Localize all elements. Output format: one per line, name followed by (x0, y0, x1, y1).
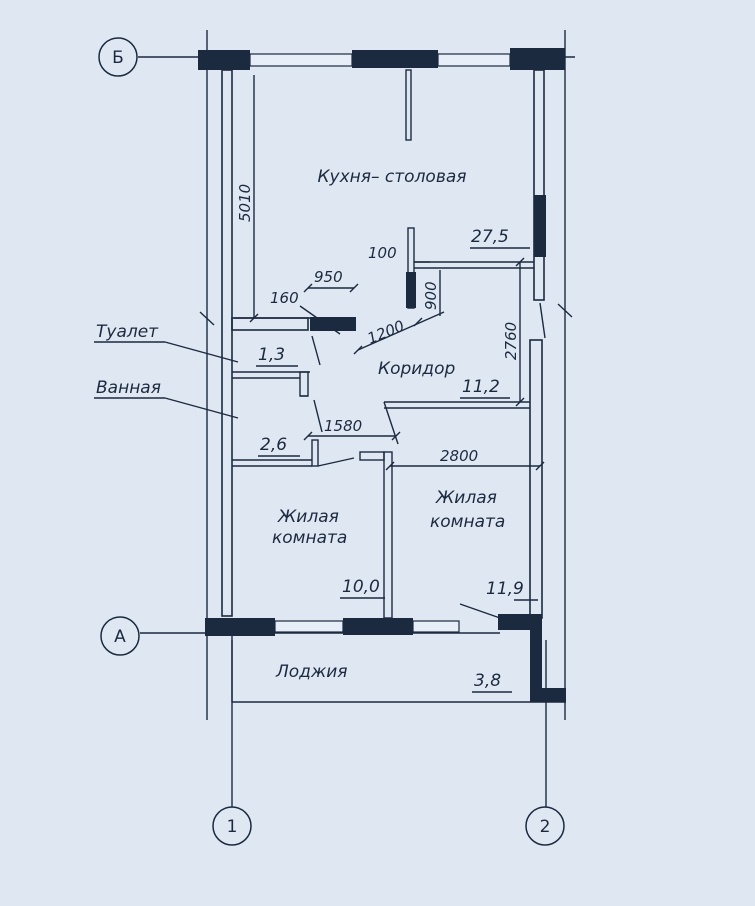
axis-label-a: А (114, 627, 126, 647)
axis-label-b: Б (112, 48, 124, 68)
room-name-living-left-2: комната (272, 528, 347, 548)
room-area-bath: 2,6 (260, 435, 287, 455)
room-area-loggia: 3,8 (474, 671, 501, 691)
axis-label-1: 1 (227, 817, 238, 837)
dim-900: 900 (422, 281, 440, 310)
room-name-living-right-1: Жилая (435, 488, 497, 508)
dim-1200: 1200 (365, 317, 407, 348)
label-underlines (94, 247, 530, 693)
axis-marker-1: 1 (212, 806, 252, 846)
dim-kitchen-depth: 5010 (236, 184, 254, 222)
room-area-toilet: 1,3 (258, 345, 285, 365)
room-area-corridor: 11,2 (462, 377, 500, 397)
dimension-lines (234, 75, 545, 601)
room-name-living-left-1: Жилая (277, 507, 339, 527)
axis-marker-b: Б (98, 37, 138, 77)
room-name-toilet: Туалет (96, 322, 159, 342)
axis-marker-2: 2 (525, 806, 565, 846)
exterior-walls (198, 48, 566, 703)
dim-1580: 1580 (324, 417, 362, 435)
axis-marker-a: А (100, 616, 140, 656)
room-name-corridor: Коридор (378, 359, 455, 379)
room-area-living-right: 11,9 (486, 579, 524, 599)
dim-corridor-depth: 2760 (502, 322, 520, 360)
dim-950: 950 (314, 268, 343, 286)
dim-100: 100 (368, 244, 397, 262)
room-area-living-left: 10,0 (342, 577, 380, 597)
room-area-kitchen: 27,5 (471, 227, 509, 247)
dim-2800: 2800 (440, 447, 478, 465)
room-name-kitchen: Кухня– столовая (317, 167, 466, 187)
room-name-loggia: Лоджия (275, 662, 348, 682)
dim-160: 160 (270, 289, 299, 307)
axis-label-2: 2 (540, 817, 551, 837)
room-name-living-right-2: комната (430, 512, 505, 532)
room-name-bath: Ванная (96, 378, 161, 398)
